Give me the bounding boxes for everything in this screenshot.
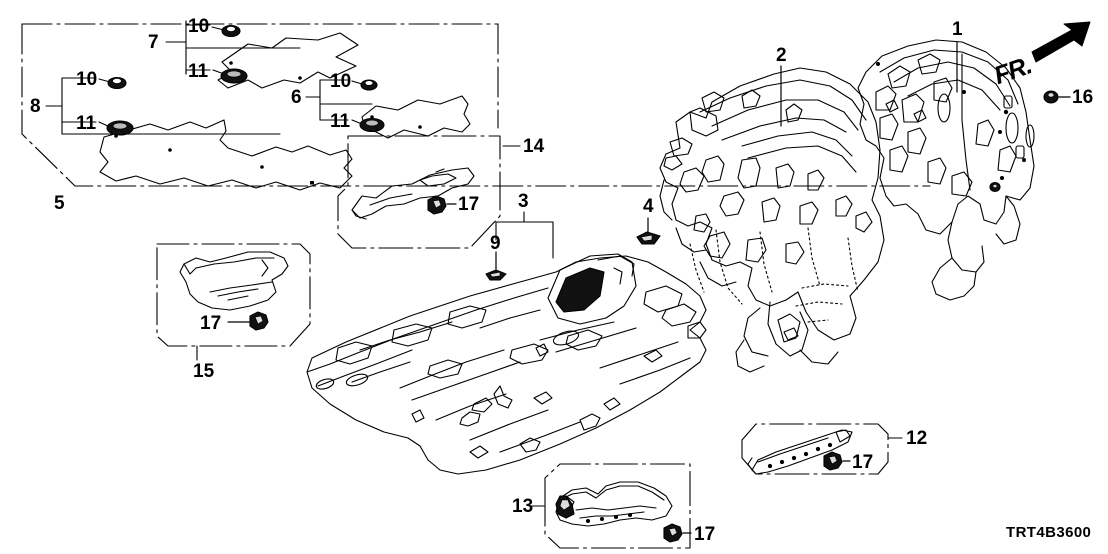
front-mat-shape (217, 32, 359, 89)
callout-label-2: 2 (776, 45, 787, 66)
dash-insulator-inner (659, 67, 885, 373)
leader-3 (495, 211, 554, 259)
left-rear-mat-shape (99, 119, 353, 191)
clip-16 (1043, 90, 1071, 104)
callout-label-16: 16 (1072, 87, 1094, 108)
callout-label-10-a: 10 (188, 16, 210, 37)
callout-label-8: 8 (30, 96, 41, 117)
kick-panel-shape (555, 481, 673, 527)
right-rear-mat-shape (361, 95, 471, 139)
callout-label-17-a: 17 (458, 194, 480, 215)
callout-label-1: 1 (952, 19, 963, 40)
callout-label-17-d: 17 (694, 524, 716, 545)
callout-label-5: 5 (54, 193, 65, 214)
clip-17-item14 (427, 195, 457, 215)
callout-label-17-b: 17 (200, 313, 222, 334)
callout-label-14: 14 (523, 136, 545, 157)
callout-label-6: 6 (291, 87, 302, 108)
part-number-label: TRT4B3600 (1006, 524, 1092, 541)
callout-label-3: 3 (518, 191, 529, 212)
group-box-15 (156, 243, 311, 347)
sill-garnish-front-shape (351, 167, 475, 219)
grommet-4 (636, 217, 661, 245)
sill-garnish-rear-shape (747, 429, 853, 475)
callout-label-9: 9 (490, 233, 501, 254)
callout-label-17-c: 17 (852, 452, 874, 473)
callout-label-12: 12 (906, 428, 928, 449)
dash-insulator-outer (857, 39, 1035, 301)
clip-17-item13 (663, 523, 692, 543)
callout-label-13: 13 (512, 496, 534, 517)
floor-carpet (306, 253, 707, 475)
callout-label-11-a: 11 (188, 61, 209, 82)
group-box-14 (337, 135, 501, 249)
callout-label-11-c: 11 (330, 111, 351, 132)
mat-clips (106, 24, 385, 136)
group-box-13 (544, 463, 691, 549)
cowl-trim-shape (179, 251, 289, 311)
callout-label-10-b: 10 (76, 69, 98, 90)
callout-label-11-b: 11 (76, 113, 97, 134)
callout-label-7: 7 (148, 32, 159, 53)
clip-17-item15 (227, 311, 269, 331)
callout-label-4: 4 (643, 196, 654, 217)
callout-label-10-c: 10 (330, 71, 352, 92)
clip-17-item12 (823, 451, 851, 471)
fr-arrow (1032, 22, 1090, 62)
callout-label-15: 15 (193, 361, 215, 382)
grommet-9 (485, 221, 507, 281)
